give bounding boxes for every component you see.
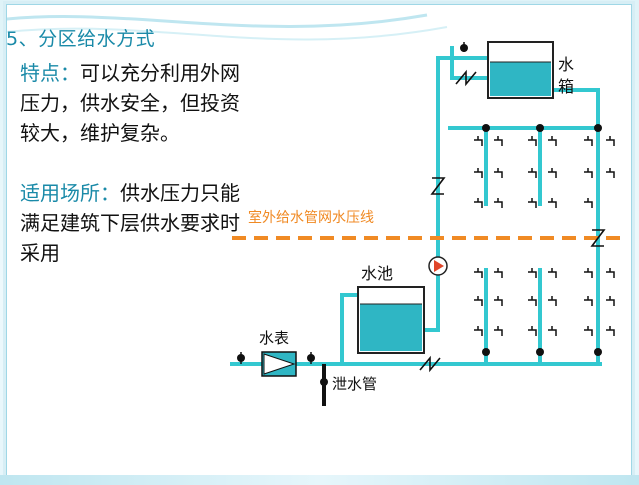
valve-icon xyxy=(536,348,544,356)
water-pool xyxy=(357,286,425,354)
valve-icon xyxy=(482,348,490,356)
applicability-paragraph: 适用场所：供水压力只能满足建筑下层供水要求时采用 xyxy=(20,178,240,268)
pool-label: 水池 xyxy=(361,264,393,283)
faucet-group-upper xyxy=(474,136,615,208)
footer-band xyxy=(0,475,639,485)
pump-icon xyxy=(428,256,448,276)
check-valve-icon xyxy=(590,229,606,247)
applicability-label: 适用场所： xyxy=(20,181,120,205)
valve-icon xyxy=(594,124,602,132)
section-heading: 5、分区给水方式 xyxy=(6,28,156,50)
features-label: 特点： xyxy=(20,61,80,85)
check-valve-icon xyxy=(455,69,477,87)
meter-label: 水表 xyxy=(259,329,289,347)
valve-icon xyxy=(536,124,544,132)
check-valve-icon xyxy=(430,177,446,195)
features-text: 可以充分利用外网压力，供水安全，但投资较大，维护复杂。 xyxy=(20,61,240,145)
water-meter-icon xyxy=(261,351,297,377)
valve-icon xyxy=(594,348,602,356)
tank-label-1: 水 xyxy=(558,55,574,74)
features-paragraph: 特点：可以充分利用外网压力，供水安全，但投资较大，维护复杂。 xyxy=(20,58,240,148)
decorative-curve xyxy=(7,13,448,41)
pressure-line-label: 室外给水管网水压线 xyxy=(248,209,374,226)
check-valve-icon xyxy=(419,355,441,373)
valve-icon xyxy=(482,124,490,132)
tank-label-2: 箱 xyxy=(558,77,574,96)
water-tank xyxy=(487,41,554,99)
applicability-text: 供水压力只能满足建筑下层供水要求时采用 xyxy=(20,181,240,265)
drain-label: 泄水管 xyxy=(332,375,377,393)
faucet-group-lower xyxy=(474,268,615,336)
